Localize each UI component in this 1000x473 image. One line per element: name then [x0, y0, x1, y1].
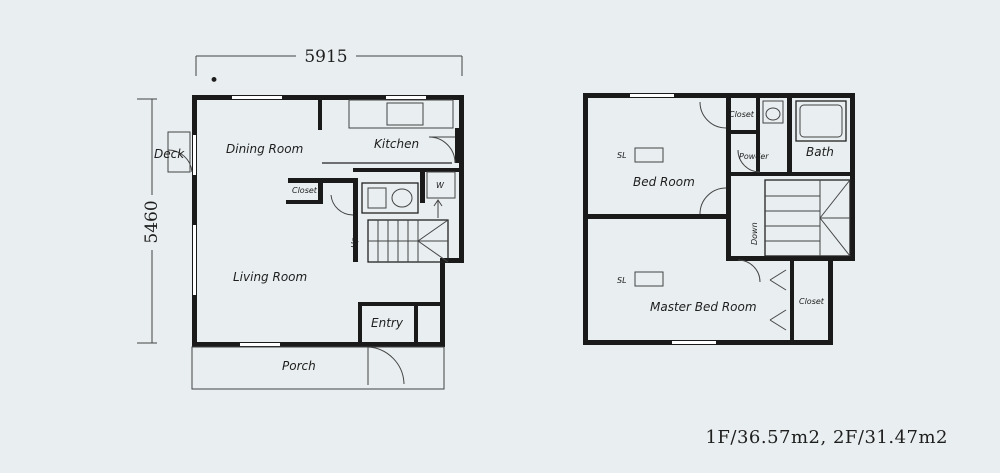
powder-label: Powder: [739, 152, 769, 161]
ink-mark: •: [209, 71, 219, 91]
closet-label-1f: Closet: [292, 186, 318, 195]
height-dimension: 5460: [142, 200, 162, 243]
sl-label-1: SL: [617, 151, 627, 160]
dining-room-label: Dining Room: [226, 142, 303, 156]
entry-label: Entry: [371, 316, 404, 330]
kitchen-label: Kitchen: [374, 137, 419, 151]
deck-label: Deck: [154, 147, 185, 161]
porch-label: Porch: [282, 359, 316, 373]
second-floor-plan: [583, 93, 855, 345]
closet-label-2f-top: Closet: [729, 110, 755, 119]
floor-area-summary: 1F/36.57m2, 2F/31.47m2: [705, 427, 948, 448]
closet-label-2f-side: Closet: [799, 297, 825, 306]
first-floor-plan: [167, 95, 464, 390]
width-dimension: 5915: [304, 47, 347, 67]
master-bed-room-label: Master Bed Room: [650, 300, 757, 314]
washer-label: W: [436, 181, 445, 190]
down-label: Down: [750, 222, 759, 245]
living-room-label: Living Room: [233, 270, 307, 284]
bed-room-label: Bed Room: [633, 175, 695, 189]
sl-label-2: SL: [617, 276, 627, 285]
up-label: Up: [350, 237, 359, 248]
bath-label: Bath: [806, 145, 834, 159]
